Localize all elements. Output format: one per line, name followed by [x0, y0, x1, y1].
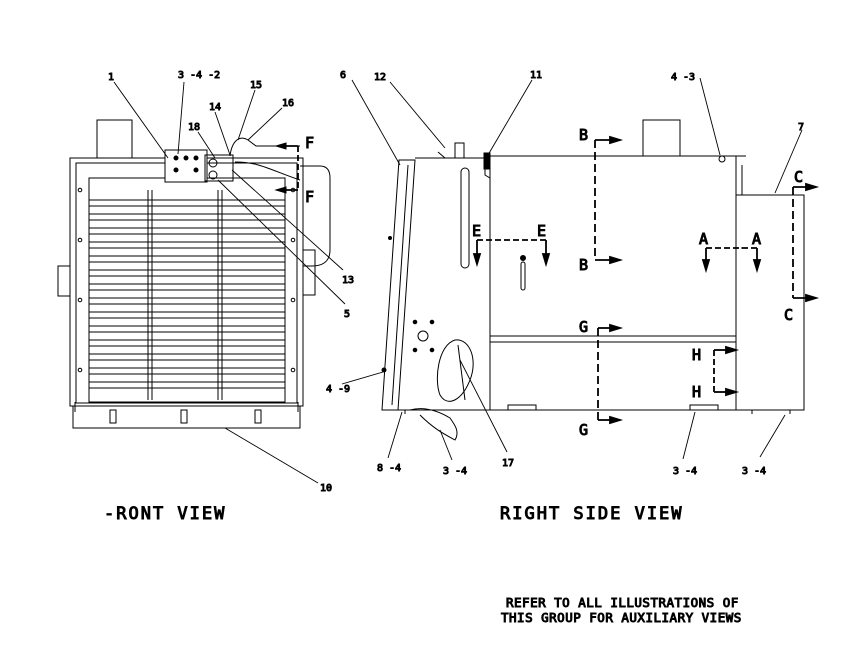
section-label-h-bottom: H — [692, 383, 701, 401]
section-label-a-left: A — [699, 230, 708, 248]
callout-3-4-base: 3 -4 — [673, 466, 697, 477]
callout-4-3: 4 -3 — [671, 72, 695, 83]
section-label-h-top: H — [692, 346, 701, 364]
section-label-g-bottom: G — [579, 421, 588, 439]
section-a-marker — [701, 247, 762, 274]
callout-12: 12 — [374, 72, 386, 83]
note-line-1: REFER TO ALL ILLUSTRATIONS OF — [506, 595, 739, 610]
callout-3-4-right: 3 -4 — [742, 466, 766, 477]
section-label-e-left: E — [472, 222, 481, 240]
callout-8-4: 8 -4 — [377, 463, 401, 474]
callout-18: 18 — [188, 122, 200, 133]
section-b-marker — [594, 135, 624, 265]
callout-13: 13 — [342, 275, 354, 286]
callout-1: 1 — [108, 72, 114, 83]
section-e-marker — [472, 239, 551, 268]
section-g-marker — [597, 323, 624, 425]
section-h-marker — [713, 345, 740, 397]
callout-6: 6 — [340, 70, 346, 81]
section-label-a-right: A — [752, 230, 761, 248]
section-label-e-right: E — [537, 222, 546, 240]
callout-4-9: 4 -9 — [326, 384, 350, 395]
callout-16: 16 — [282, 98, 294, 109]
section-label-b-top: B — [579, 126, 588, 144]
side-view-title: RIGHT SIDE VIEW — [500, 504, 684, 524]
note-line-2: THIS GROUP FOR AUXILIARY VIEWS — [501, 610, 742, 625]
section-label-g-top: G — [579, 318, 588, 336]
side-view-drawing — [381, 119, 805, 441]
callout-7: 7 — [798, 122, 804, 133]
section-label-f-bottom: F — [305, 188, 314, 206]
callout-17: 17 — [502, 458, 514, 469]
section-c-marker — [792, 182, 820, 303]
callout-14: 14 — [209, 102, 221, 113]
section-label-c-bottom: C — [784, 306, 793, 324]
section-f-marker — [274, 142, 299, 194]
callout-11: 11 — [530, 70, 542, 81]
front-view-drawing — [57, 119, 331, 429]
leader-lines — [113, 77, 803, 484]
callout-3-4-door: 3 -4 — [443, 466, 467, 477]
callout-15: 15 — [250, 80, 262, 91]
callout-5: 5 — [344, 309, 350, 320]
section-label-b-bottom: B — [579, 256, 588, 274]
callout-10: 10 — [320, 483, 332, 494]
front-view-title: -RONT VIEW — [104, 504, 226, 524]
section-label-c-top: C — [794, 168, 803, 186]
callout-3-4-2: 3 -4 -2 — [178, 70, 220, 81]
section-label-f-top: F — [305, 134, 314, 152]
